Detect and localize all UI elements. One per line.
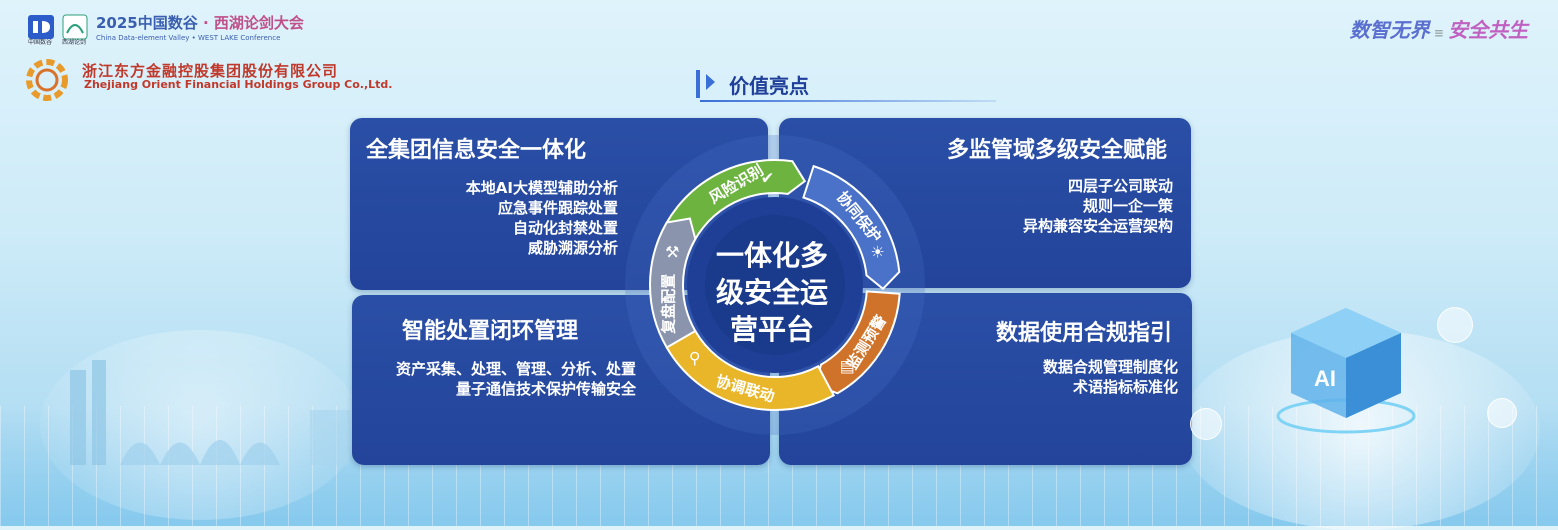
panel-lines: 本地AI大模型辅助分析 应急事件跟踪处置 自动化封禁处置 威胁溯源分析 (466, 178, 618, 258)
panel-line: 自动化封禁处置 (512, 219, 618, 237)
ai-data-cube-icon: AI (1276, 308, 1416, 434)
ring-segment-1 (802, 164, 901, 291)
platform-title-line: 一体化多 (715, 239, 828, 272)
panel-line: 异构兼容安全运营架构 (1022, 217, 1173, 235)
slogan: 数智无界 ≡ 安全共生 (1349, 18, 1528, 42)
ring-center-inner (705, 215, 845, 355)
slogan-a: 数智无界 (1349, 18, 1430, 42)
company-name-cn: 浙江东方金融控股集团股份有限公司 (82, 62, 339, 80)
panel-line: 数据合规管理制度化 (1042, 358, 1178, 376)
event-title-a: 2025中国数谷 (96, 14, 198, 32)
event-title-b: 西湖论剑大会 (213, 14, 304, 32)
ring-segment-4 (649, 217, 697, 349)
document-icon: ▤ (840, 356, 855, 375)
panel-title: 智能处置闭环管理 (402, 319, 579, 344)
chart-icon (1487, 398, 1517, 428)
platform-title-line: 级安全运 (715, 276, 828, 309)
play-arrow-icon (706, 74, 715, 90)
west-lake-logo-icon (62, 14, 88, 40)
chart-icon (1437, 307, 1473, 343)
panel-line: 应急事件跟踪处置 (497, 199, 618, 217)
panel-lines: 资产采集、处理、管理、分析、处置 量子通信技术保护传输安全 (396, 359, 636, 399)
data-valley-logo-icon (28, 15, 54, 39)
section-underline (700, 100, 996, 102)
check-icon: ✔ (761, 168, 774, 187)
cloud-icon (1190, 408, 1222, 440)
logo-caption-a: 中国数谷 (28, 39, 53, 46)
platform-title-line: 营平台 (729, 313, 814, 346)
event-subtitle: China Data-element Valley • WEST LAKE Co… (96, 34, 281, 42)
panel-title: 全集团信息安全一体化 (366, 138, 587, 163)
event-title: 2025中国数谷 · 西湖论剑大会 (96, 12, 304, 33)
platform-title: 一体化多 级安全运 营平台 (692, 237, 852, 348)
tools-icon: ⚒ (665, 243, 679, 262)
panel-line: 威胁溯源分析 (527, 239, 618, 257)
cycle-ring: 风险识别✔协同保护☀监测预警▤协调联动⚲复盘配置⚒ (625, 135, 925, 435)
panel-lines: 数据合规管理制度化 术语指标标准化 (1043, 357, 1178, 397)
slogan-b: 安全共生 (1448, 18, 1528, 42)
company-logo-icon (26, 59, 68, 101)
panel-title: 数据使用合规指引 (995, 321, 1172, 346)
panel-title: 多监管域多级安全赋能 (946, 138, 1167, 163)
panel-line: 资产采集、处理、管理、分析、处置 (395, 360, 636, 378)
company-name-en: Zhejiang Orient Financial Holdings Group… (84, 78, 393, 91)
svg-text:AI: AI (1314, 366, 1336, 391)
panel-line: 术语指标标准化 (1072, 378, 1178, 396)
panel-line: 本地AI大模型辅助分析 (465, 179, 618, 197)
logo-caption-b: 西湖论剑 (62, 39, 87, 46)
panel-line: 量子通信技术保护传输安全 (455, 380, 636, 398)
city-silhouette (70, 360, 350, 465)
panel-lines: 四层子公司联动 规则一企一策 异构兼容安全运营架构 (1023, 176, 1173, 236)
panel-line: 四层子公司联动 (1067, 177, 1173, 195)
lightbulb-icon: ☀ (871, 243, 885, 262)
section-title-bar (696, 70, 700, 98)
ring-segment-label: 复盘配置 (660, 274, 678, 335)
search-icon: ⚲ (689, 348, 701, 367)
china-data-valley-logo (26, 13, 56, 41)
panel-line: 规则一企一策 (1082, 197, 1173, 215)
ring-segment-0 (656, 159, 807, 255)
west-lake-logo (62, 13, 88, 41)
event-title-dot: · (197, 14, 214, 32)
section-title: 价值亮点 (729, 74, 809, 98)
